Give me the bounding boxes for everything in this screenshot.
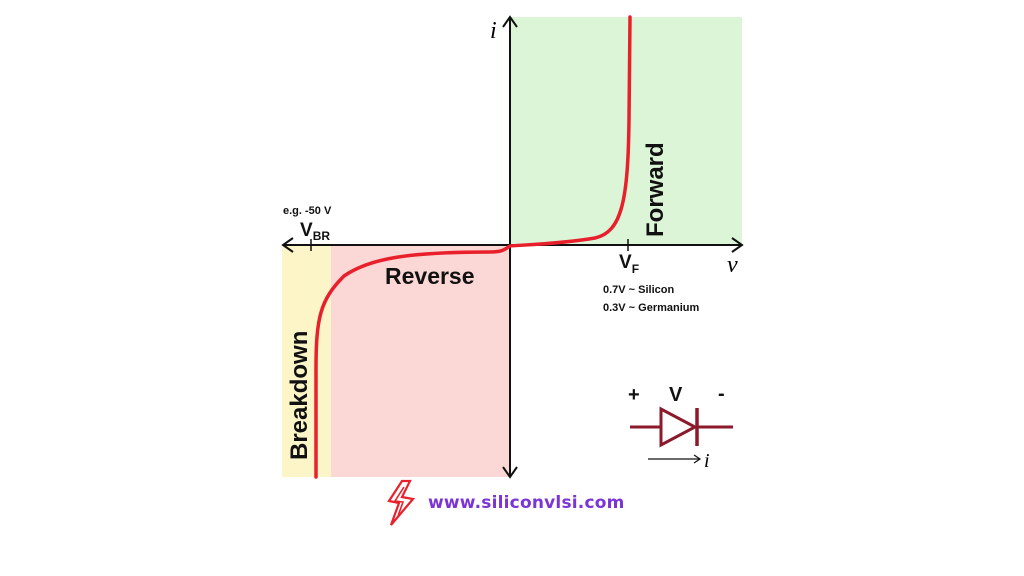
- vf-subscript: F: [632, 262, 639, 276]
- diode-current-label: i: [704, 450, 710, 472]
- reverse-region: [331, 245, 510, 477]
- diode-symbol: + V - i: [628, 383, 733, 472]
- vf-note-silicon: 0.7V ~ Silicon: [603, 284, 675, 296]
- footer: www.siliconvlsi.com: [386, 478, 646, 528]
- iv-curve: [314, 15, 632, 479]
- vbr-symbol: V: [300, 220, 313, 241]
- vbr-label: VBR: [300, 220, 330, 243]
- vf-label: VF: [619, 252, 639, 276]
- vf-symbol: V: [619, 252, 632, 273]
- current-arrow-icon: [648, 454, 702, 464]
- website-url[interactable]: www.siliconvlsi.com: [428, 493, 625, 513]
- x-axis-label: v: [727, 252, 738, 278]
- vbr-subscript: BR: [313, 229, 331, 243]
- forward-label: Forward: [642, 142, 669, 237]
- diode-plus-label: +: [628, 384, 640, 406]
- y-axis-label: i: [490, 18, 497, 44]
- breakdown-label: Breakdown: [286, 331, 313, 460]
- diode-voltage-label: V: [669, 384, 683, 406]
- reverse-label: Reverse: [385, 263, 475, 289]
- vf-note-germanium: 0.3V ~ Germanium: [603, 302, 700, 314]
- breakdown-region: [282, 245, 331, 477]
- forward-region: [510, 17, 742, 245]
- diode-minus-label: -: [718, 383, 725, 405]
- vbr-example: e.g. -50 V: [283, 205, 332, 217]
- lightning-bolt-icon: [387, 479, 416, 526]
